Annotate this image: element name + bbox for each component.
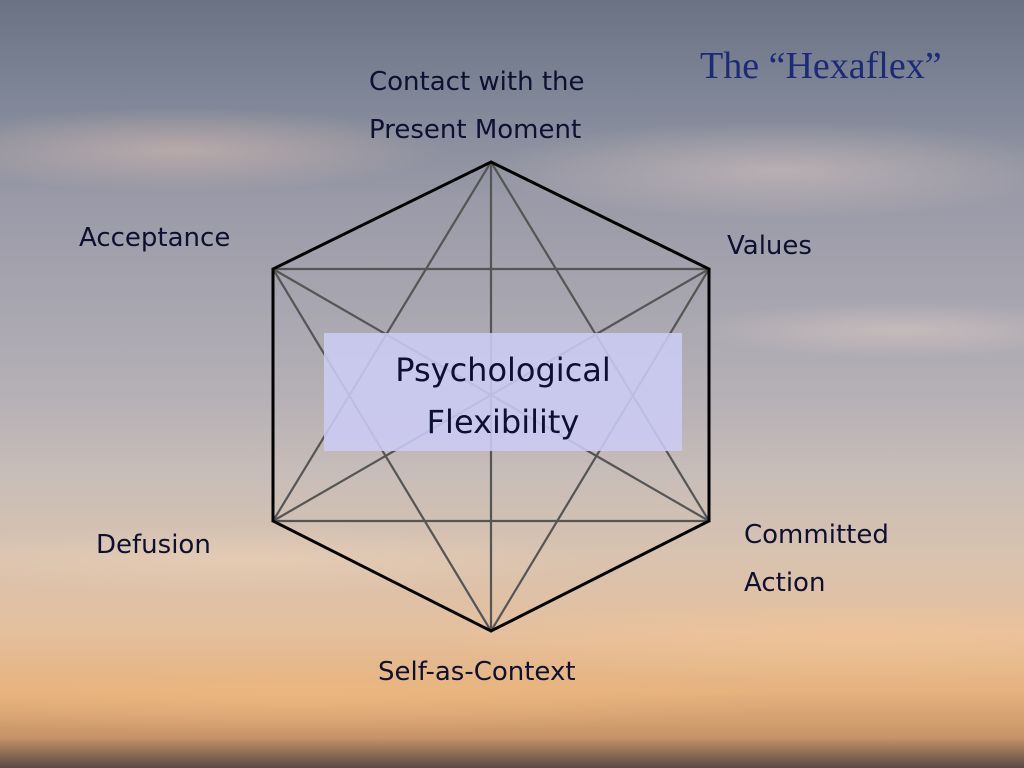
node-committed-line2: Action bbox=[744, 568, 826, 598]
node-contact-line2: Present Moment bbox=[369, 115, 582, 145]
node-defusion: Defusion bbox=[96, 530, 211, 560]
center-label: Psychological Flexibility bbox=[324, 344, 682, 448]
center-box bbox=[324, 333, 682, 451]
node-contact-line1: Contact with the bbox=[369, 67, 585, 97]
slide-title: The “Hexaflex” bbox=[700, 45, 942, 87]
node-self-as-context: Self-as-Context bbox=[378, 657, 576, 687]
center-label-line2: Flexibility bbox=[426, 403, 580, 441]
node-contact-present-moment: Contact with the Present Moment bbox=[369, 58, 585, 154]
node-committed-line1: Committed bbox=[744, 520, 889, 550]
node-values: Values bbox=[727, 231, 812, 261]
center-label-line1: Psychological bbox=[395, 351, 611, 389]
node-acceptance: Acceptance bbox=[79, 223, 231, 253]
node-committed-action: Committed Action bbox=[744, 511, 889, 607]
hexagon-outline bbox=[271, 160, 711, 633]
